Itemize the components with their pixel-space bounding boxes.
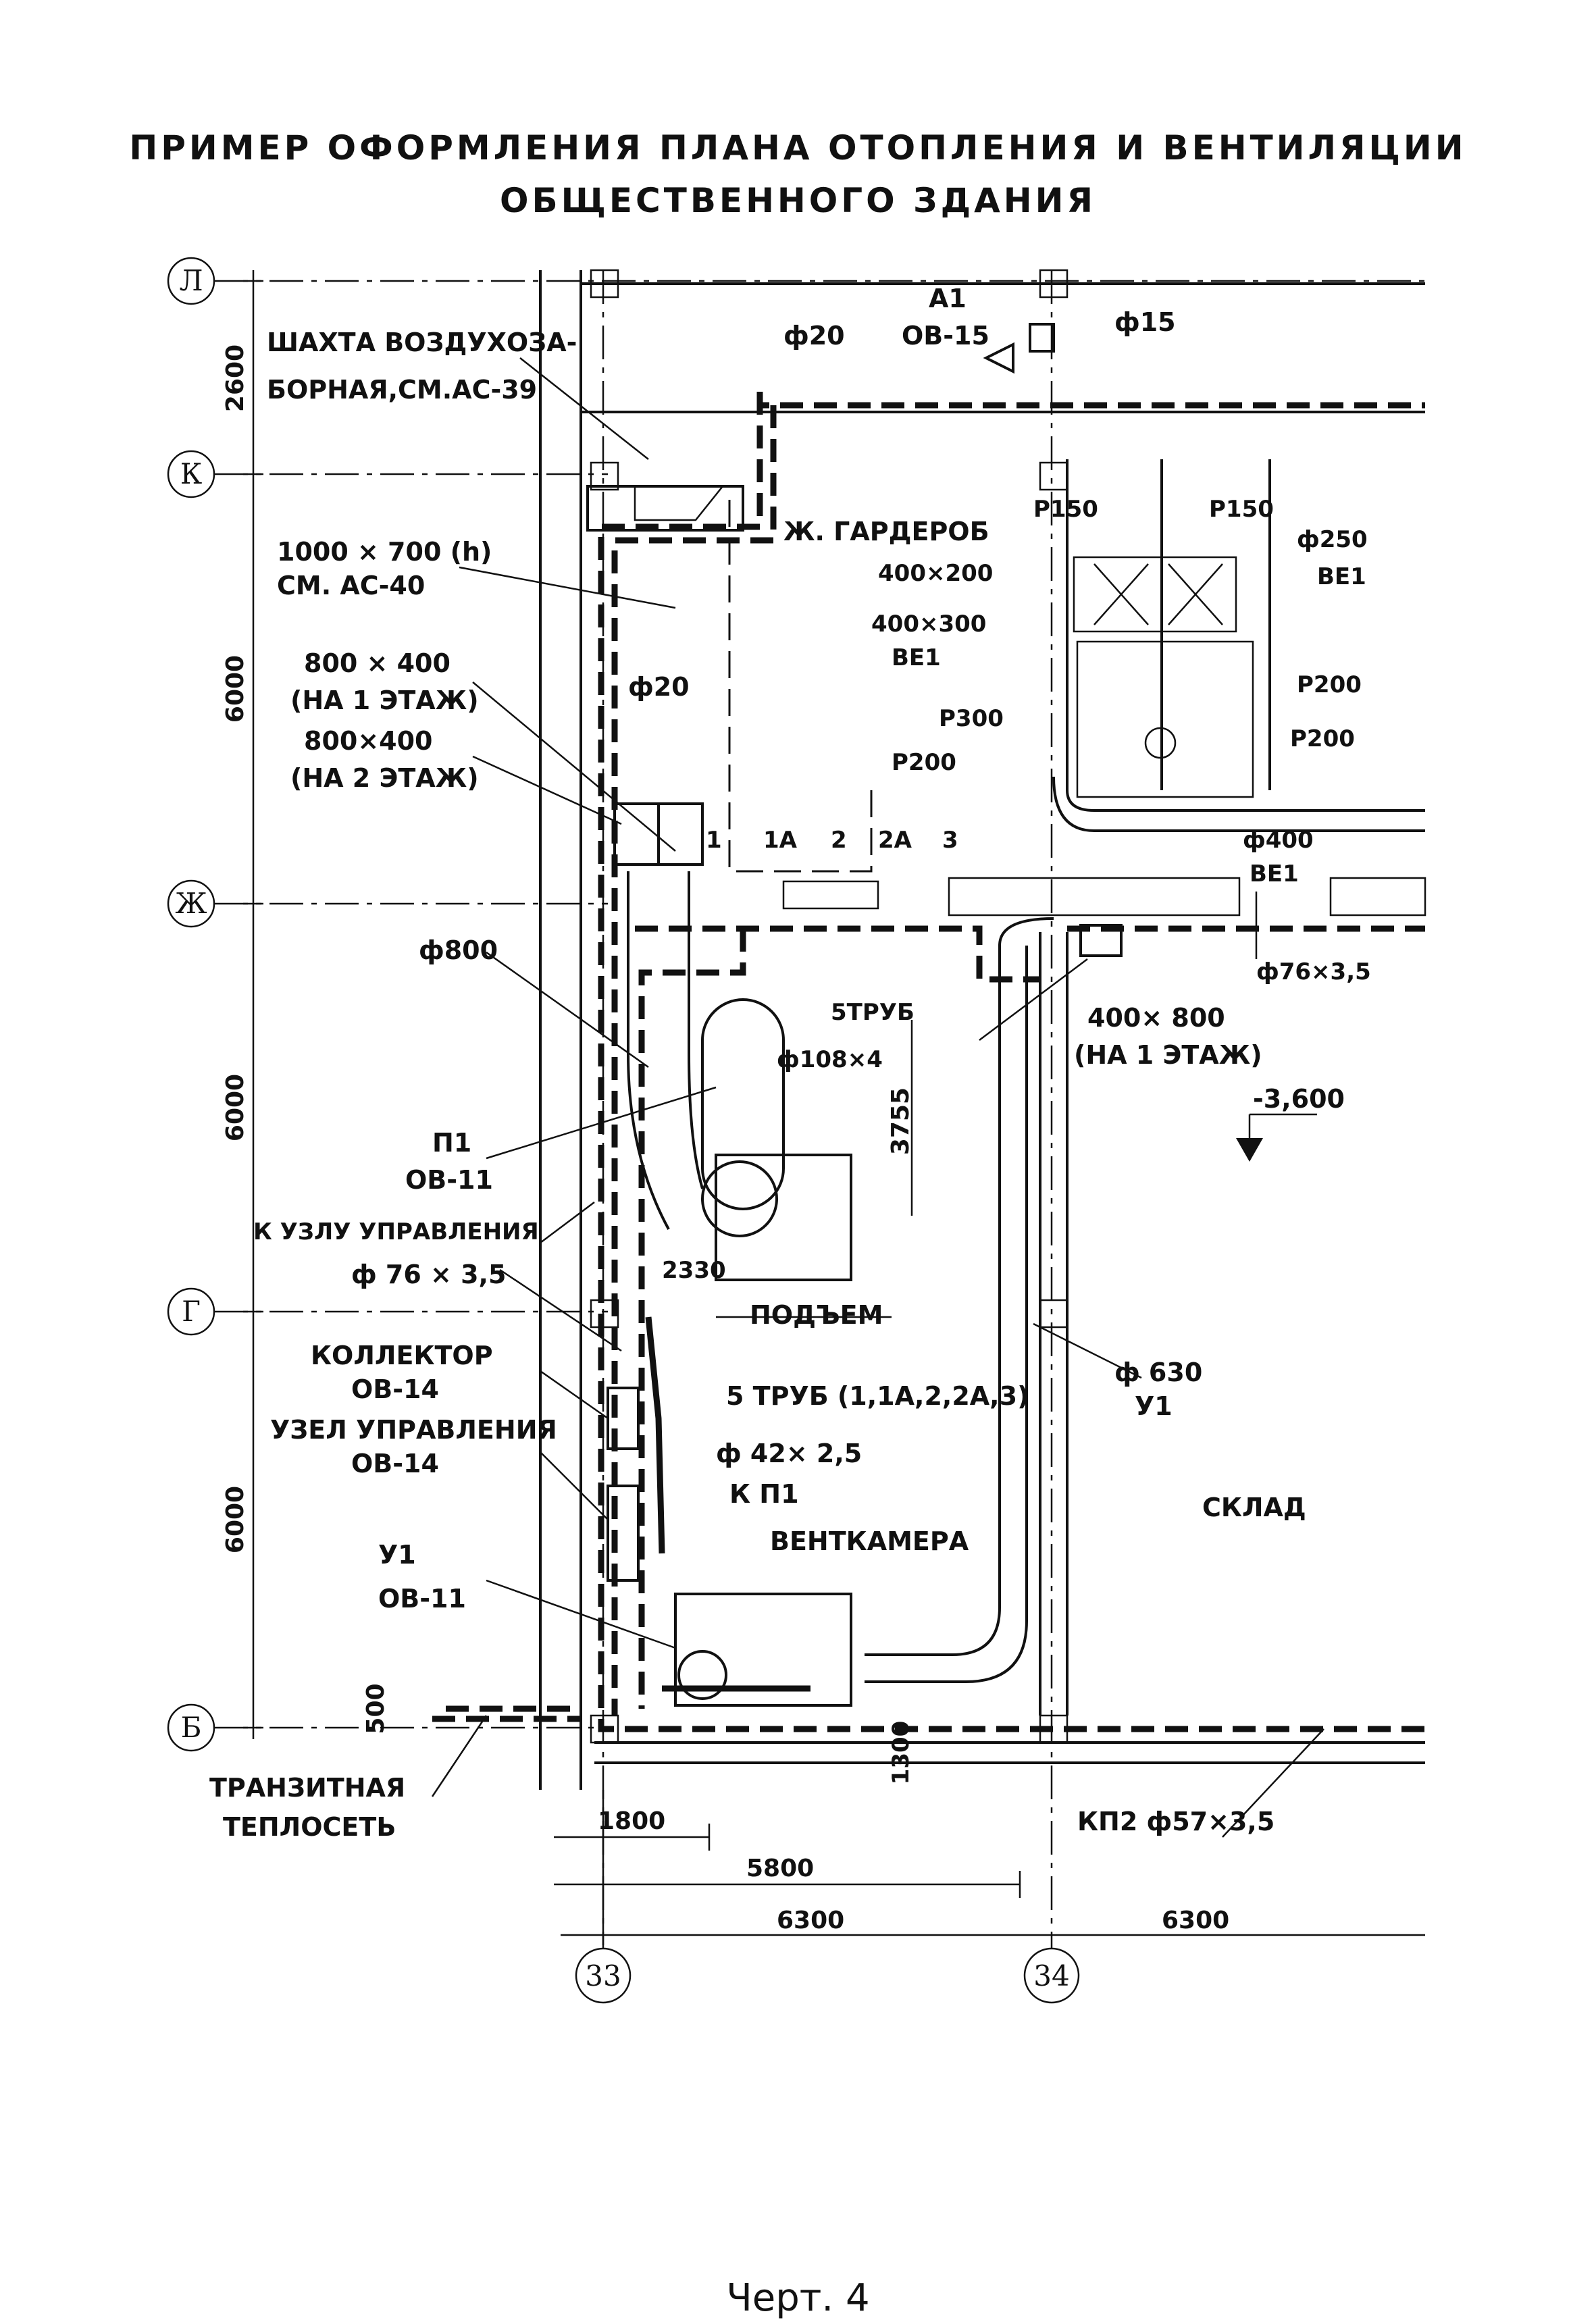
axis-label-34: 34 — [1033, 1959, 1069, 1992]
label-riser-2: 2 — [831, 827, 847, 854]
axis-label-b: Б — [181, 1711, 202, 1744]
label-shaft-1: ШАХТА ВОЗДУХОЗА- — [267, 328, 577, 357]
label-phi400: ф400 — [1243, 827, 1314, 854]
label-400x200: 400×200 — [878, 560, 993, 587]
label-kp2: КП2 ф57×3,5 — [1077, 1807, 1275, 1836]
dim-bottom-6300-a: 6300 — [777, 1907, 844, 1934]
label-phi20-mid: ф20 — [628, 672, 690, 702]
heating-pipes — [432, 392, 1425, 1732]
label-400x300: 400×300 — [871, 611, 986, 638]
label-to-control: К УЗЛУ УПРАВЛЕНИЯ — [253, 1218, 539, 1245]
label-p1: П1 — [432, 1128, 471, 1158]
label-be1-c: ВЕ1 — [1250, 860, 1299, 887]
label-d400x800-1: 400× 800 — [1087, 1003, 1225, 1033]
dim-left-500: 500 — [362, 1683, 390, 1734]
label-control-sheet: ОВ-14 — [351, 1449, 439, 1478]
label-storage: СКЛАД — [1202, 1493, 1306, 1522]
label-riser-3: 3 — [942, 827, 958, 854]
label-be1-a: ВЕ1 — [892, 644, 941, 671]
label-d800-1b: (НА 1 ЭТАЖ) — [290, 686, 479, 715]
label-five-pipes-full: 5 ТРУБ (1,1А,2,2А,3) — [726, 1381, 1029, 1411]
label-phi42: ф 42× 2,5 — [716, 1439, 862, 1468]
dim-left-6000-c: 6000 — [222, 1486, 249, 1553]
label-phi630: ф 630 — [1114, 1358, 1202, 1387]
label-phi76-left: ф 76 × 3,5 — [351, 1260, 506, 1289]
label-phi250: ф250 — [1297, 526, 1368, 553]
dim-left-6000-a: 6000 — [222, 655, 249, 723]
label-p200-a: Р200 — [1297, 671, 1362, 698]
axis-label-33: 33 — [585, 1959, 621, 1992]
dim-inner-1300: 1300 — [887, 1721, 915, 1785]
label-p200-b: Р200 — [1290, 725, 1355, 752]
label-transit-2: ТЕПЛОСЕТЬ — [223, 1812, 396, 1842]
dim-bottom-5800: 5800 — [746, 1855, 814, 1882]
label-level: -3,600 — [1253, 1084, 1345, 1114]
axis-circle-34 — [1023, 1947, 1080, 2004]
label-a1-sheet: ОВ-15 — [902, 321, 989, 351]
label-phi800: ф800 — [419, 935, 498, 965]
label-riser-2a: 2А — [878, 827, 912, 854]
label-duct1000-1: 1000 × 700 (h) — [277, 537, 492, 567]
dim-inner-3755: 3755 — [887, 1087, 915, 1155]
bottom-dimensions: 1800 5800 6300 6300 3755 2330 1300 — [554, 1020, 1425, 1945]
dim-bottom-1800: 1800 — [598, 1807, 665, 1835]
dim-left-2600: 2600 — [222, 344, 249, 412]
label-u1: У1 — [378, 1540, 416, 1570]
leader-lines — [431, 357, 1324, 1838]
label-rise: ПОДЪЕМ — [750, 1300, 883, 1330]
label-control-unit: УЗЕЛ УПРАВЛЕНИЯ — [270, 1415, 557, 1445]
drawing-title-line1: ПРИМЕР ОФОРМЛЕНИЯ ПЛАНА ОТОПЛЕНИЯ И ВЕНТ… — [129, 128, 1467, 167]
label-five-pipes: 5ТРУБ — [831, 999, 915, 1026]
axis-label-l: Л — [179, 264, 203, 297]
dim-bottom-6300-b: 6300 — [1162, 1907, 1229, 1934]
label-d800-2a: 800×400 — [304, 726, 432, 756]
label-u1-right: У1 — [1135, 1391, 1173, 1421]
label-collector-sheet: ОВ-14 — [351, 1374, 439, 1404]
label-d400x800-2: (НА 1 ЭТАЖ) — [1074, 1040, 1262, 1070]
dim-inner-2330: 2330 — [662, 1257, 726, 1284]
label-transit-1: ТРАНЗИТНАЯ — [209, 1773, 405, 1803]
axis-label-g: Г — [182, 1295, 201, 1328]
annotation-labels: ШАХТА ВОЗДУХОЗА- БОРНАЯ,СМ.АС-39 1000 × … — [209, 284, 1371, 1842]
label-shaft-2: БОРНАЯ,СМ.АС-39 — [267, 375, 537, 405]
label-p200-c: Р200 — [892, 749, 956, 776]
axis-circle-33 — [575, 1947, 632, 2004]
ventilation-ducts — [607, 323, 1425, 1707]
label-fan-room: ВЕНТКАМЕРА — [770, 1526, 969, 1556]
label-riser-1a: 1А — [763, 827, 798, 854]
label-to-p1: К П1 — [729, 1479, 799, 1509]
row-axis-markers: Л К Ж Г Б — [167, 257, 215, 1752]
drawing-title-line2: ОБЩЕСТВЕННОГО ЗДАНИЯ — [499, 181, 1097, 220]
axis-label-k: К — [180, 457, 203, 490]
building-walls — [539, 269, 1426, 1790]
label-p300: Р300 — [939, 705, 1004, 732]
drawing-caption: Черт. 4 — [726, 2276, 870, 2320]
grid-axis-lines — [214, 270, 1425, 1949]
label-d800-1a: 800 × 400 — [304, 648, 451, 678]
label-duct1000-2: СМ. АС-40 — [277, 571, 425, 600]
label-phi15: ф15 — [1114, 307, 1176, 337]
label-wardrobe: Ж. ГАРДЕРОБ — [783, 517, 989, 546]
label-a1: А1 — [929, 284, 967, 313]
label-d800-2b: (НА 2 ЭТАЖ) — [290, 763, 479, 793]
column-axis-markers: 33 34 — [575, 1947, 1080, 2004]
label-collector: КОЛЛЕКТОР — [311, 1341, 493, 1370]
label-phi20-top: ф20 — [783, 321, 845, 351]
dim-left-6000-b: 6000 — [222, 1074, 249, 1141]
label-p150-b: Р150 — [1209, 496, 1274, 523]
label-be1-b: ВЕ1 — [1317, 563, 1366, 590]
axis-label-zh: Ж — [175, 887, 207, 920]
label-u1-sheet: ОВ-11 — [378, 1584, 466, 1614]
label-phi76-right: ф76×3,5 — [1256, 958, 1371, 985]
label-p150-a: Р150 — [1033, 496, 1098, 523]
label-phi108: ф108×4 — [777, 1046, 883, 1073]
level-marker — [1236, 1113, 1317, 1162]
label-riser-1: 1 — [706, 827, 722, 854]
left-dimensions: 2600 6000 6000 6000 500 — [222, 280, 390, 1734]
label-p1-sheet: ОВ-11 — [405, 1165, 493, 1195]
